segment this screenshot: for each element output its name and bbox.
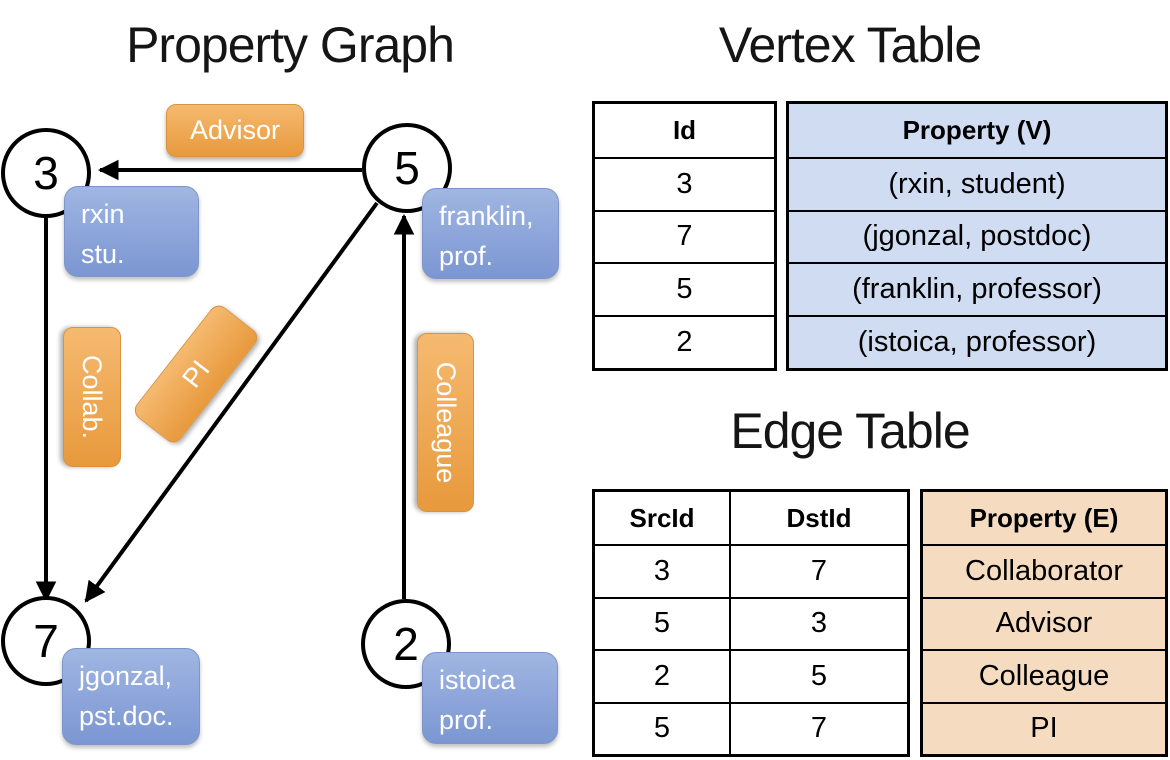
vertex-table-id-column: Id 3 7 5 2 (592, 101, 777, 371)
property-graph-title: Property Graph (126, 17, 455, 73)
table-cell: 5 (595, 701, 729, 754)
table-cell: (franklin, professor) (789, 262, 1165, 316)
table-cell: Colleague (923, 649, 1165, 702)
table-cell: Advisor (923, 596, 1165, 650)
vertex-property-line: jgonzal, (79, 661, 173, 691)
vertex-property-line: istoica (439, 665, 516, 695)
column-header-property-e: Property (E) (923, 492, 1165, 545)
table-cell: 3 (595, 156, 774, 210)
table-cell: 7 (595, 209, 774, 263)
table-cell: PI (923, 701, 1165, 754)
column-header-srcid: SrcId (595, 492, 729, 545)
table-cell: (jgonzal, postdoc) (789, 209, 1165, 263)
table-cell: 3 (729, 596, 907, 650)
table-cell: (rxin, student) (789, 156, 1165, 210)
edge-table-property-column: Property (E) Collaborator Advisor Collea… (920, 489, 1168, 757)
vertex-property-line: stu. (81, 238, 125, 269)
edge-label-advisor: Advisor (166, 104, 304, 157)
table-cell: 5 (595, 596, 729, 650)
edge-table-title: Edge Table (730, 403, 970, 459)
vertex-property-line: prof. (439, 240, 494, 271)
vertex-property-label-3: rxin stu. (64, 186, 199, 277)
edge-table: SrcId DstId 3 7 5 3 2 5 5 7 Property (E)… (592, 489, 1168, 757)
table-cell: 7 (729, 701, 907, 754)
table-cell: 5 (595, 262, 774, 316)
vertex-property-line: franklin, (439, 201, 534, 231)
column-header-id: Id (595, 104, 774, 157)
table-cell: 7 (729, 544, 907, 597)
vertex-property-label-2: istoica prof. (422, 652, 558, 744)
table-cell: 3 (595, 544, 729, 597)
vertex-table-property-column: Property (V) (rxin, student) (jgonzal, p… (786, 101, 1168, 371)
table-cell: 5 (729, 649, 907, 702)
table-cell: Collaborator (923, 544, 1165, 597)
vertex-table-title: Vertex Table (718, 17, 982, 73)
edge-arrow-5-to-7 (84, 201, 379, 603)
edge-label-collab: Collab. (63, 327, 121, 467)
graph-node-3: 3 (1, 128, 91, 218)
column-header-dstid: DstId (729, 492, 907, 545)
vertex-property-label-5: franklin, prof. (422, 188, 559, 279)
edge-label-colleague: Colleague (417, 333, 474, 512)
table-cell: (istoica, professor) (789, 315, 1165, 368)
column-header-property-v: Property (V) (789, 104, 1165, 157)
vertex-property-line: pst.doc. (79, 700, 174, 731)
vertex-property-line: prof. (439, 704, 494, 735)
table-cell: 2 (595, 649, 729, 702)
vertex-property-label-7: jgonzal, pst.doc. (62, 648, 200, 745)
edge-table-ids-columns: SrcId DstId 3 7 5 3 2 5 5 7 (592, 489, 910, 757)
vertex-property-line: rxin (81, 199, 125, 229)
table-cell: 2 (595, 315, 774, 368)
vertex-table: Id 3 7 5 2 Property (V) (rxin, student) … (592, 101, 1168, 371)
